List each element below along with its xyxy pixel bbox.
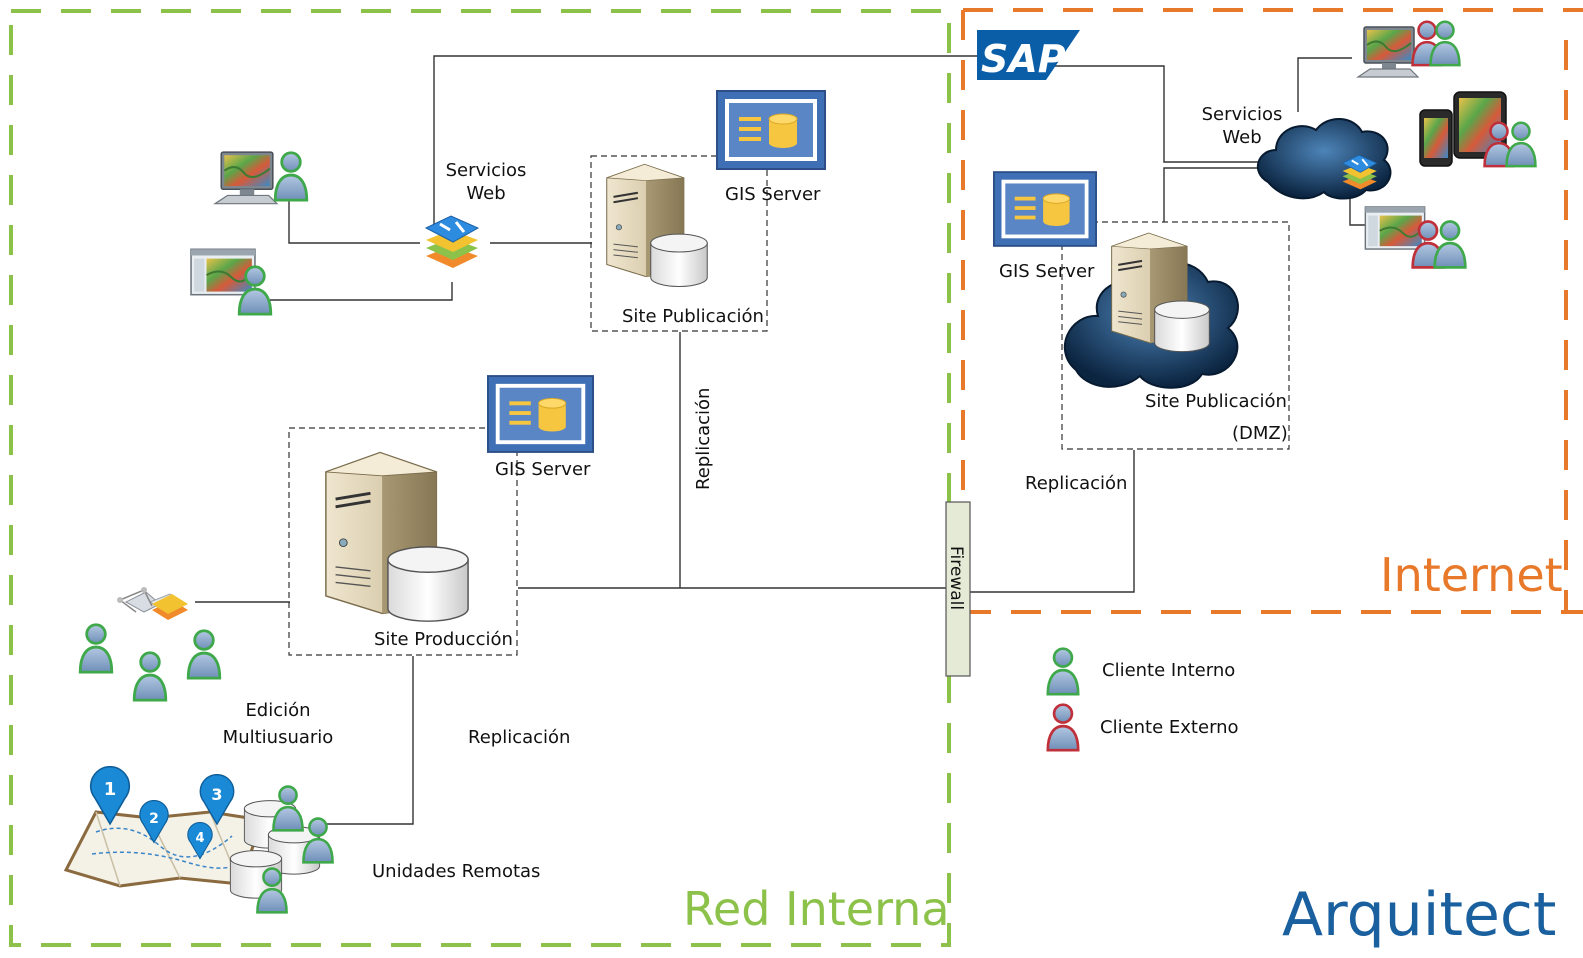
site-produccion-label: Site Producción — [374, 629, 513, 650]
site-produccion-box — [288, 427, 518, 656]
desktop-monitor-icon — [214, 151, 278, 205]
legend-internal-label: Cliente Interno — [1102, 660, 1236, 681]
map-pin-2: 2 — [149, 811, 159, 827]
database-dmz-icon — [1154, 300, 1210, 353]
site-publicacion-dmz-label: Site Publicación — [1145, 391, 1287, 412]
sap-logo: SAP — [977, 30, 1080, 81]
svg-text:SAP: SAP — [981, 37, 1066, 81]
gis-server-prod-icon — [487, 375, 594, 453]
map-pin-icon: 3 — [199, 774, 235, 825]
map-pin-icon: 2 — [139, 800, 169, 844]
site-publicacion-dmz-box — [1061, 221, 1290, 450]
legend-external-label: Cliente Externo — [1100, 717, 1239, 738]
line-sap-internal — [433, 55, 978, 228]
servicios-web-label: Servicios Web — [436, 160, 536, 205]
gis-server-pub-label: GIS Server — [725, 184, 821, 205]
line-firewall-dmz — [970, 450, 1135, 593]
legend-internal-user-icon — [1046, 647, 1080, 696]
line-dmz-cloud — [1163, 167, 1262, 222]
firewall-label: Firewall — [946, 546, 966, 610]
map-pin-icon: 1 — [89, 766, 131, 825]
gis-server-dmz-icon — [993, 171, 1097, 247]
replicacion-remote-label: Replicación — [468, 727, 571, 748]
editing-tools-icon — [117, 587, 188, 620]
line-prod-remote — [322, 656, 414, 825]
internal-zone-label: Red Interna — [683, 882, 950, 936]
user-icon — [273, 151, 309, 202]
line-desktop-websvc — [288, 196, 420, 244]
user-icon — [132, 651, 168, 702]
smartphone-icon — [1419, 109, 1453, 167]
servicios-web-internet-label: Servicios Web — [1192, 104, 1292, 149]
user-icon — [1433, 220, 1467, 269]
servicios-web-internet-text: Servicios Web — [1201, 104, 1283, 148]
line-webwin-websvc — [270, 282, 453, 301]
replication-vertical-label: Replicación — [693, 388, 714, 490]
internal-network-zone — [9, 9, 951, 947]
gis-server-prod-label: GIS Server — [495, 459, 591, 480]
edicion-label: Edición — [245, 700, 311, 721]
map-pin-icon: 4 — [187, 822, 213, 860]
user-icon — [1505, 121, 1537, 168]
user-icon — [78, 623, 114, 674]
replicacion-dmz-label: Replicación — [1025, 473, 1128, 494]
database-pub-icon — [650, 233, 708, 288]
multiusuario-label: Multiusuario — [222, 727, 334, 748]
web-services-icon — [424, 214, 480, 270]
map-pin-1: 1 — [104, 779, 117, 800]
dmz-label: (DMZ) — [1232, 423, 1288, 444]
unidades-remotas-label: Unidades Remotas — [372, 861, 541, 882]
user-icon — [186, 629, 222, 680]
footer-title: Arquitect — [1282, 880, 1557, 950]
servicios-web-text: Servicios Web — [445, 160, 527, 204]
internet-zone-label: Internet — [1380, 548, 1563, 602]
line-sap-cloud — [1050, 65, 1262, 163]
site-publicacion-box — [590, 155, 768, 332]
line-cloud-webwin — [1349, 195, 1366, 226]
firewall-bar — [945, 501, 971, 677]
legend-external-user-icon — [1046, 703, 1080, 752]
line-cloud-desktop — [1297, 57, 1352, 112]
web-app-window-icon — [1364, 206, 1426, 250]
gis-server-pub-icon — [716, 90, 826, 170]
database-prod-icon — [387, 546, 469, 622]
gis-server-dmz-label: GIS Server — [999, 261, 1095, 282]
connection-lines — [195, 55, 1366, 825]
site-publicacion-label: Site Publicación — [622, 306, 764, 327]
desktop-monitor-icon — [1356, 25, 1420, 79]
map-pin-4: 4 — [195, 831, 204, 846]
map-pin-3: 3 — [211, 785, 222, 804]
